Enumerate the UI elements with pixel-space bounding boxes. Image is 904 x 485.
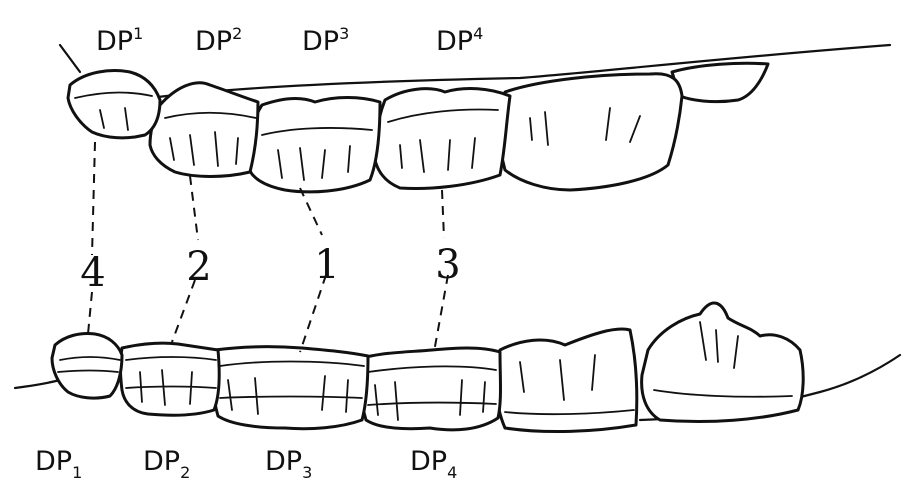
upper-tooth-dp2: [150, 83, 258, 177]
connection-number-dp4: 3: [435, 242, 460, 288]
lower-molar-m2: [642, 303, 804, 422]
label-upper-dp2: DP2: [195, 24, 242, 57]
upper-molar-m1: [500, 74, 682, 190]
upper-tooth-dp3: [248, 98, 380, 192]
upper-jaw: [60, 45, 890, 192]
connection-number-dp1: 4: [80, 250, 105, 296]
label-lower-dp1: DP1: [35, 446, 82, 482]
upper-tooth-labels: DP1 DP2 DP3 DP4: [96, 24, 483, 57]
label-upper-dp3: DP3: [302, 24, 349, 57]
connection-numbers: 4 2 1 3: [80, 242, 460, 296]
lower-tooth-dp2: [121, 343, 220, 415]
lower-tooth-labels: DP1 DP2 DP3 DP4: [35, 446, 457, 482]
label-upper-dp4: DP4: [436, 24, 483, 57]
lower-tooth-dp3: [213, 347, 368, 429]
upper-tooth-dp1: [68, 71, 160, 138]
lower-tooth-dp4: [360, 348, 501, 430]
label-lower-dp4: DP4: [410, 446, 457, 482]
lower-jaw: [15, 303, 900, 432]
label-lower-dp3: DP3: [265, 446, 312, 482]
connection-number-dp3: 1: [314, 242, 339, 288]
label-upper-dp1: DP1: [96, 24, 143, 57]
connector-dp1: [88, 142, 95, 334]
lower-tooth-dp1: [52, 333, 122, 398]
upper-molar-m2: [672, 63, 768, 101]
label-lower-dp2: DP2: [143, 446, 190, 482]
connection-number-dp2: 2: [186, 244, 211, 290]
lower-molar-m1: [496, 329, 637, 432]
upper-tooth-dp4: [375, 89, 510, 189]
